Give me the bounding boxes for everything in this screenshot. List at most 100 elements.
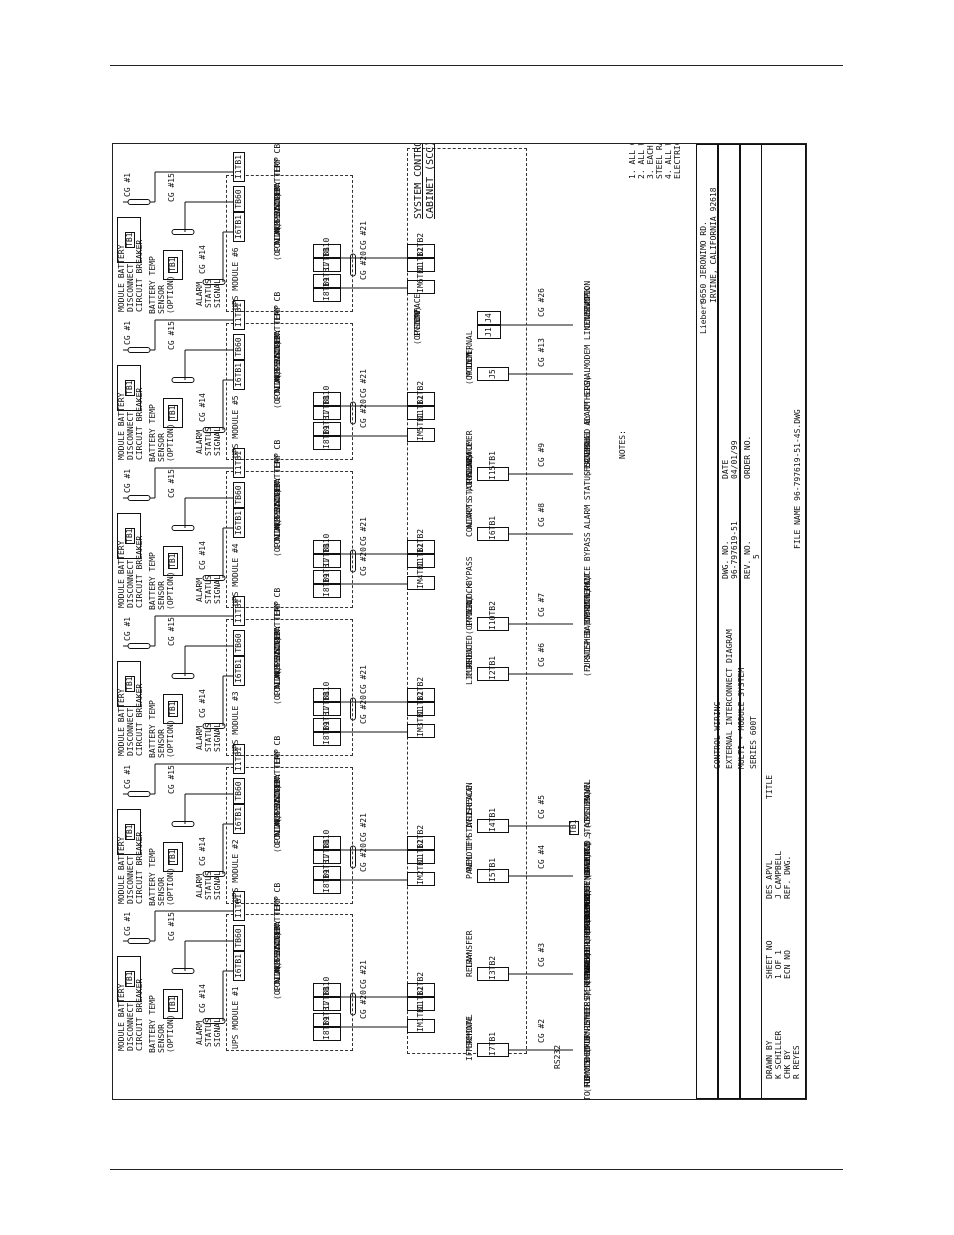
module-4-asc-3: (OPTION) — [273, 518, 282, 557]
module-1-bts-3: (OPTION) — [166, 1014, 175, 1053]
module-2-bts-1: BATTERY TEMP — [148, 848, 157, 906]
module-2-bts-tb1: TB1 — [168, 849, 178, 865]
module-3-bts-2: SENSOR — [157, 729, 166, 758]
module-5-mb-3: CIRCUIT BREAKER — [135, 387, 144, 460]
module-6-bts-1: BATTERY TEMP — [148, 256, 157, 314]
module-1-cg14-symbol — [202, 1018, 226, 1024]
scc-remote_status-label_2: PANEL IFM — [465, 835, 474, 879]
scc-customer_alarm-cg: CG #9 — [537, 442, 546, 467]
scc-sitescan-dest_2: (OPTION) — [583, 790, 592, 829]
module-5-cg1-label: CG #1 — [123, 320, 132, 345]
wiring-lines — [123, 171, 573, 1051]
module-4-cg1-label: CG #1 — [123, 468, 132, 493]
module-1-bts-1: BATTERY TEMP — [148, 995, 157, 1053]
module-2-cg20-label: CG #20 — [359, 843, 368, 872]
module-5-asc-3: (OPTION) — [273, 370, 282, 409]
module-2-i8tb1: I8TB1 — [313, 869, 341, 894]
module-4-cg20-label: CG #20 — [359, 547, 368, 576]
module-5-i6tb1: I6TB1 — [233, 360, 245, 390]
module-1-i8tb1: I8TB1 — [313, 1016, 341, 1041]
des-label: DES APVL — [765, 860, 774, 899]
control-wiring-diagram: SYSTEM CONTROL CABINET (SCC) SNMP INTERF… — [113, 144, 806, 1099]
title-block-row2 — [718, 144, 740, 1099]
scc-modem-tb: J5 — [477, 367, 509, 381]
dwg-no: 96-797619-51 — [730, 521, 739, 579]
module-2-cg15-label: CG #15 — [167, 765, 176, 794]
scc-customer_alarm-tb: I15TB1 — [477, 451, 509, 481]
module-4-cg15-symbol — [171, 525, 195, 531]
module-2-asc-3: (OPTION) — [273, 814, 282, 853]
module-2-scc-im: IM2TB1 — [407, 856, 435, 886]
module-1-bts-tb1: TB1 — [168, 996, 178, 1012]
module-5-tb60: TB60 — [233, 334, 245, 360]
date-label: DATE — [721, 459, 730, 479]
module-1-cg21-label: CG #21 — [359, 960, 368, 989]
ecn-label: ECN NO — [783, 950, 792, 979]
module-5-battery-cb-tb1: TB1 — [125, 380, 135, 396]
module-3-battery-cb-tb1: TB1 — [125, 676, 135, 692]
module-2-bts-3: (OPTION) — [166, 867, 175, 906]
module-4-bts-tb1: TB1 — [168, 553, 178, 569]
module-1-cg1-label: CG #1 — [123, 911, 132, 936]
liebert-logo: Liebert — [699, 300, 708, 334]
scc-transfer_relay-tb: I3TB2 — [477, 956, 509, 981]
module-3-cg15-symbol — [171, 673, 195, 679]
module-6-cg14-symbol — [202, 279, 226, 285]
title-1: CONTROL WIRING — [713, 701, 722, 769]
module-4-mb-2: DISCONNECT — [126, 559, 135, 608]
module-2-alarm-3: SIGNAL — [213, 871, 222, 900]
sheet-value: 1 OF 1 — [774, 950, 783, 979]
module-4-battery-cb-tb1: TB1 — [125, 528, 135, 544]
module-4-cg15-label: CG #15 — [167, 469, 176, 498]
module-1-mb-1: MODULE BATTERY — [117, 983, 126, 1051]
module-2-alarm-2: STATUS — [204, 871, 213, 900]
module-4-alarm-2: STATUS — [204, 575, 213, 604]
module-1-cg14-label: CG #14 — [198, 984, 207, 1013]
module-3-cg21-label: CG #21 — [359, 665, 368, 694]
scc-remote_status-cg: CG #4 — [537, 844, 546, 869]
module-6-alarm-3: SIGNAL — [213, 279, 222, 308]
module-3-i6tb1: I6TB1 — [233, 656, 245, 686]
note-line-3: STEEL RACEWAY. — [655, 144, 664, 179]
module-6-i6tb1: I6TB1 — [233, 212, 245, 242]
module-1-cg20-label: CG #20 — [359, 990, 368, 1019]
ref-label: REF. DWG. — [783, 855, 792, 899]
module-6-cg15-symbol — [171, 229, 195, 235]
scc-remote_terminal-d3_1: TO REMOTE CRT — [583, 1038, 592, 1099]
scc-remote_terminal-label_3: IFM — [465, 1046, 474, 1061]
module-1-cg15-label: CG #15 — [167, 912, 176, 941]
scc-alarm_status-tb: I6TB1 — [477, 516, 509, 541]
module-2-alarm-1: ALARM — [195, 873, 204, 898]
module-4-tb60: TB60 — [233, 482, 245, 508]
module-1-battery-cb-tb1: TB1 — [125, 971, 135, 987]
title-label: TITLE — [765, 774, 774, 799]
note-line-4: 4. ALL WIRES MUST BE IN ACCORDANCE WITH … — [664, 144, 673, 179]
module-4-mb-1: MODULE BATTERY — [117, 540, 126, 608]
module-6-bts-2: SENSOR — [157, 285, 166, 314]
module-6-scc-im: IM6TB1 — [407, 264, 435, 294]
module-5-bts-3: (OPTION) — [166, 423, 175, 462]
module-1-asc-3: (OPTION) — [273, 961, 282, 1000]
module-4-i6tb1: I6TB1 — [233, 508, 245, 538]
scc-transfer_relay-label_2: RELAY — [465, 952, 474, 977]
note-line-0: 1. ALL CONTROL WIRES MUST BE STRANDED AN… — [628, 144, 637, 179]
module-3-bts-tb1: TB1 — [168, 701, 178, 717]
scc-reduced_current-label_3: LIMIT — [465, 660, 474, 685]
module-2-cg14-label: CG #14 — [198, 837, 207, 866]
module-2-mb-2: DISCONNECT — [126, 855, 135, 904]
note-line-5: ELECTRICAL CODES. — [673, 144, 682, 179]
address-2: IRVINE, CALIFORNIA 92618 — [709, 187, 718, 303]
module-2-cg21-label: CG #21 — [359, 813, 368, 842]
module-4-alarm-1: ALARM — [195, 577, 204, 602]
module-3-bts-1: BATTERY TEMP — [148, 700, 157, 758]
module-2-battery-cb-tb1: TB1 — [125, 824, 135, 840]
module-5-cg20-label: CG #20 — [359, 399, 368, 428]
module-6-asc-3: (OPTION) — [273, 222, 282, 261]
module-2-cg1-symbol — [127, 791, 151, 797]
module-4-cg21-label: CG #21 — [359, 517, 368, 546]
module-3-cg1-symbol — [127, 643, 151, 649]
scc-snmp-cg: CG #26 — [537, 288, 546, 317]
dwg-no-label: DWG. NO. — [721, 540, 730, 579]
module-6-mb-1: MODULE BATTERY — [117, 244, 126, 312]
module-3-mb-2: DISCONNECT — [126, 707, 135, 756]
